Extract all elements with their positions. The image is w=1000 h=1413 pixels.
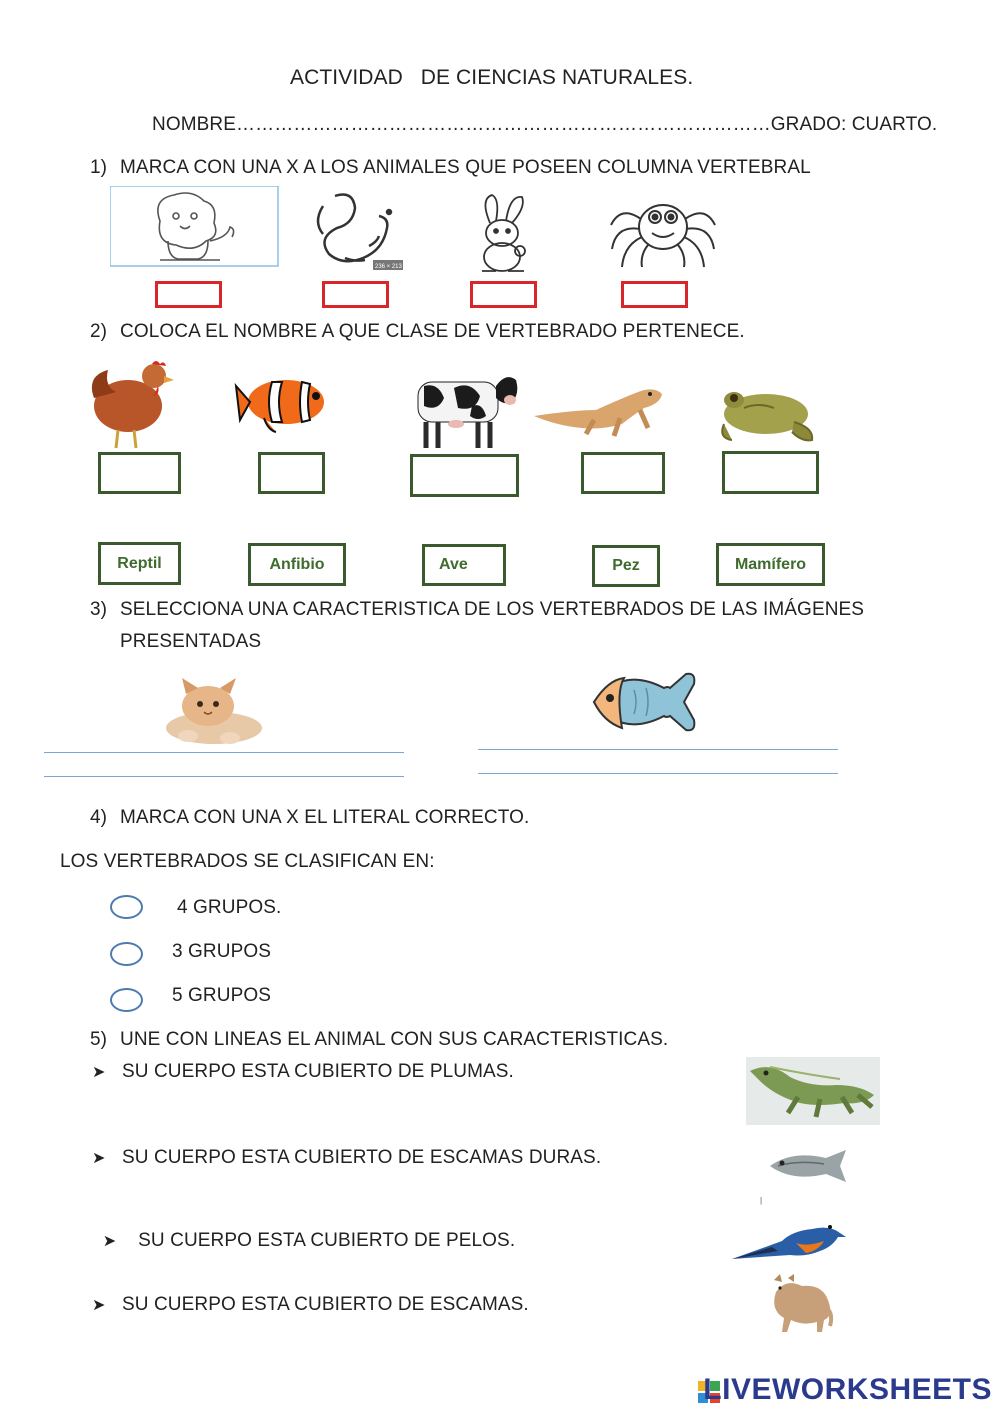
answer-box-frog[interactable]	[722, 451, 819, 494]
label-mamifero[interactable]: Mamífero	[716, 543, 825, 586]
answer-line-kitten-2[interactable]	[44, 776, 404, 777]
characteristic-item[interactable]: ➤ SU CUERPO ESTA CUBIERTO DE ESCAMAS.	[92, 1294, 529, 1316]
brand-watermark: LIVEWORKSHEETS	[703, 1373, 992, 1406]
question-2: 2) COLOCA EL NOMBRE A QUE CLASE DE VERTEB…	[90, 321, 745, 343]
answer-line-kitten-1[interactable]	[44, 752, 404, 753]
name-grade-line: NOMBRE…………………………………………………………………………GRADO:…	[152, 114, 938, 135]
characteristic-item[interactable]: ➤ SU CUERPO ESTA CUBIERTO DE PLUMAS.	[92, 1061, 514, 1083]
characteristic-text: SU CUERPO ESTA CUBIERTO DE PELOS.	[132, 1230, 516, 1251]
question-number: 1)	[90, 157, 108, 178]
characteristic-text: SU CUERPO ESTA CUBIERTO DE PLUMAS.	[122, 1061, 514, 1082]
cougar-image[interactable]	[760, 1272, 836, 1334]
rabbit-image	[482, 194, 526, 272]
answer-box-hen[interactable]	[98, 452, 181, 494]
characteristic-item[interactable]: ➤ SU CUERPO ESTA CUBIERTO DE PELOS.	[92, 1208, 515, 1252]
sea-fish-image[interactable]	[768, 1148, 852, 1184]
question-3: 3) SELECCIONA UNA CARACTERISTICA DE LOS V…	[90, 599, 864, 621]
answer-box-lizard[interactable]	[581, 452, 665, 494]
characteristic-text: SU CUERPO ESTA CUBIERTO DE ESCAMAS DURAS…	[122, 1147, 602, 1168]
answer-box-fish[interactable]	[258, 452, 325, 494]
question-number: 5)	[90, 1029, 108, 1050]
question-number: 4)	[90, 807, 108, 828]
label-reptil[interactable]: Reptil	[98, 542, 181, 585]
clownfish-image	[234, 380, 324, 433]
arrow-bullet-icon: ➤	[92, 1297, 106, 1314]
option-label-4-grupos: 4 GRUPOS.	[177, 897, 282, 918]
characteristic-text: SU CUERPO ESTA CUBIERTO DE ESCAMAS.	[122, 1294, 529, 1315]
cow-image	[417, 377, 518, 448]
option-label-5-grupos: 5 GRUPOS	[172, 985, 271, 1006]
question-number: 3)	[90, 599, 108, 620]
arrow-bullet-icon: ➤	[102, 1233, 117, 1250]
option-radio-5-grupos[interactable]	[110, 988, 143, 1012]
option-label-3-grupos: 3 GRUPOS	[172, 941, 271, 962]
answer-line-fish-1[interactable]	[478, 749, 838, 750]
answer-box-cow[interactable]	[410, 454, 519, 497]
lizard-image	[534, 389, 662, 437]
question-3-line-2: PRESENTADAS	[120, 631, 262, 652]
worm-image: 236 × 213	[316, 193, 403, 270]
frog-image	[721, 392, 814, 442]
image-size-caption: 236 × 213	[375, 264, 403, 270]
question-number: 2)	[90, 321, 108, 342]
mark-box-rabbit[interactable]	[470, 281, 537, 308]
cartoon-fish-image	[592, 672, 696, 732]
question-5: 5) UNE CON LINEAS EL ANIMAL CON SUS CARAC…	[90, 1029, 668, 1051]
kitten-image	[166, 678, 262, 744]
question-4-subtitle: LOS VERTEBRADOS SE CLASIFICAN EN:	[60, 851, 435, 872]
option-radio-4-grupos[interactable]	[110, 895, 143, 919]
question-4: 4) MARCA CON UNA X EL LITERAL CORRECTO.	[90, 807, 529, 829]
mark-box-worm[interactable]	[322, 281, 389, 308]
question-text: MARCA CON UNA X A LOS ANIMALES QUE POSEE…	[120, 157, 811, 178]
question-text: COLOCA EL NOMBRE A QUE CLASE DE VERTEBRA…	[120, 321, 745, 342]
bird-image[interactable]	[730, 1213, 846, 1263]
liveworksheets-logo-icon	[698, 1381, 720, 1403]
lion-image	[110, 186, 279, 267]
page-title: ACTIVIDAD DE CIENCIAS NATURALES.	[290, 66, 694, 89]
spider-image	[610, 204, 716, 268]
question-text: MARCA CON UNA X EL LITERAL CORRECTO.	[120, 807, 530, 828]
question-1: 1) MARCA CON UNA X A LOS ANIMALES QUE POS…	[90, 157, 811, 179]
characteristic-item[interactable]: ➤ SU CUERPO ESTA CUBIERTO DE ESCAMAS DURA…	[92, 1147, 601, 1169]
answer-line-fish-2[interactable]	[478, 773, 838, 774]
question-text: SELECCIONA UNA CARACTERISTICA DE LOS VER…	[120, 599, 865, 620]
arrow-bullet-icon: ➤	[92, 1150, 106, 1167]
mark-box-spider[interactable]	[621, 281, 688, 308]
hen-image	[91, 361, 174, 449]
arrow-bullet-icon: ➤	[92, 1064, 106, 1081]
tiny-mark: |	[760, 1196, 763, 1205]
question-text: UNE CON LINEAS EL ANIMAL CON SUS CARACTE…	[120, 1029, 669, 1050]
option-radio-3-grupos[interactable]	[110, 942, 143, 966]
label-anfibio[interactable]: Anfibio	[248, 543, 346, 586]
iguana-image[interactable]	[746, 1057, 880, 1125]
label-pez[interactable]: Pez	[592, 545, 660, 587]
label-ave[interactable]: Ave	[422, 544, 506, 586]
mark-box-lion[interactable]	[155, 281, 222, 308]
